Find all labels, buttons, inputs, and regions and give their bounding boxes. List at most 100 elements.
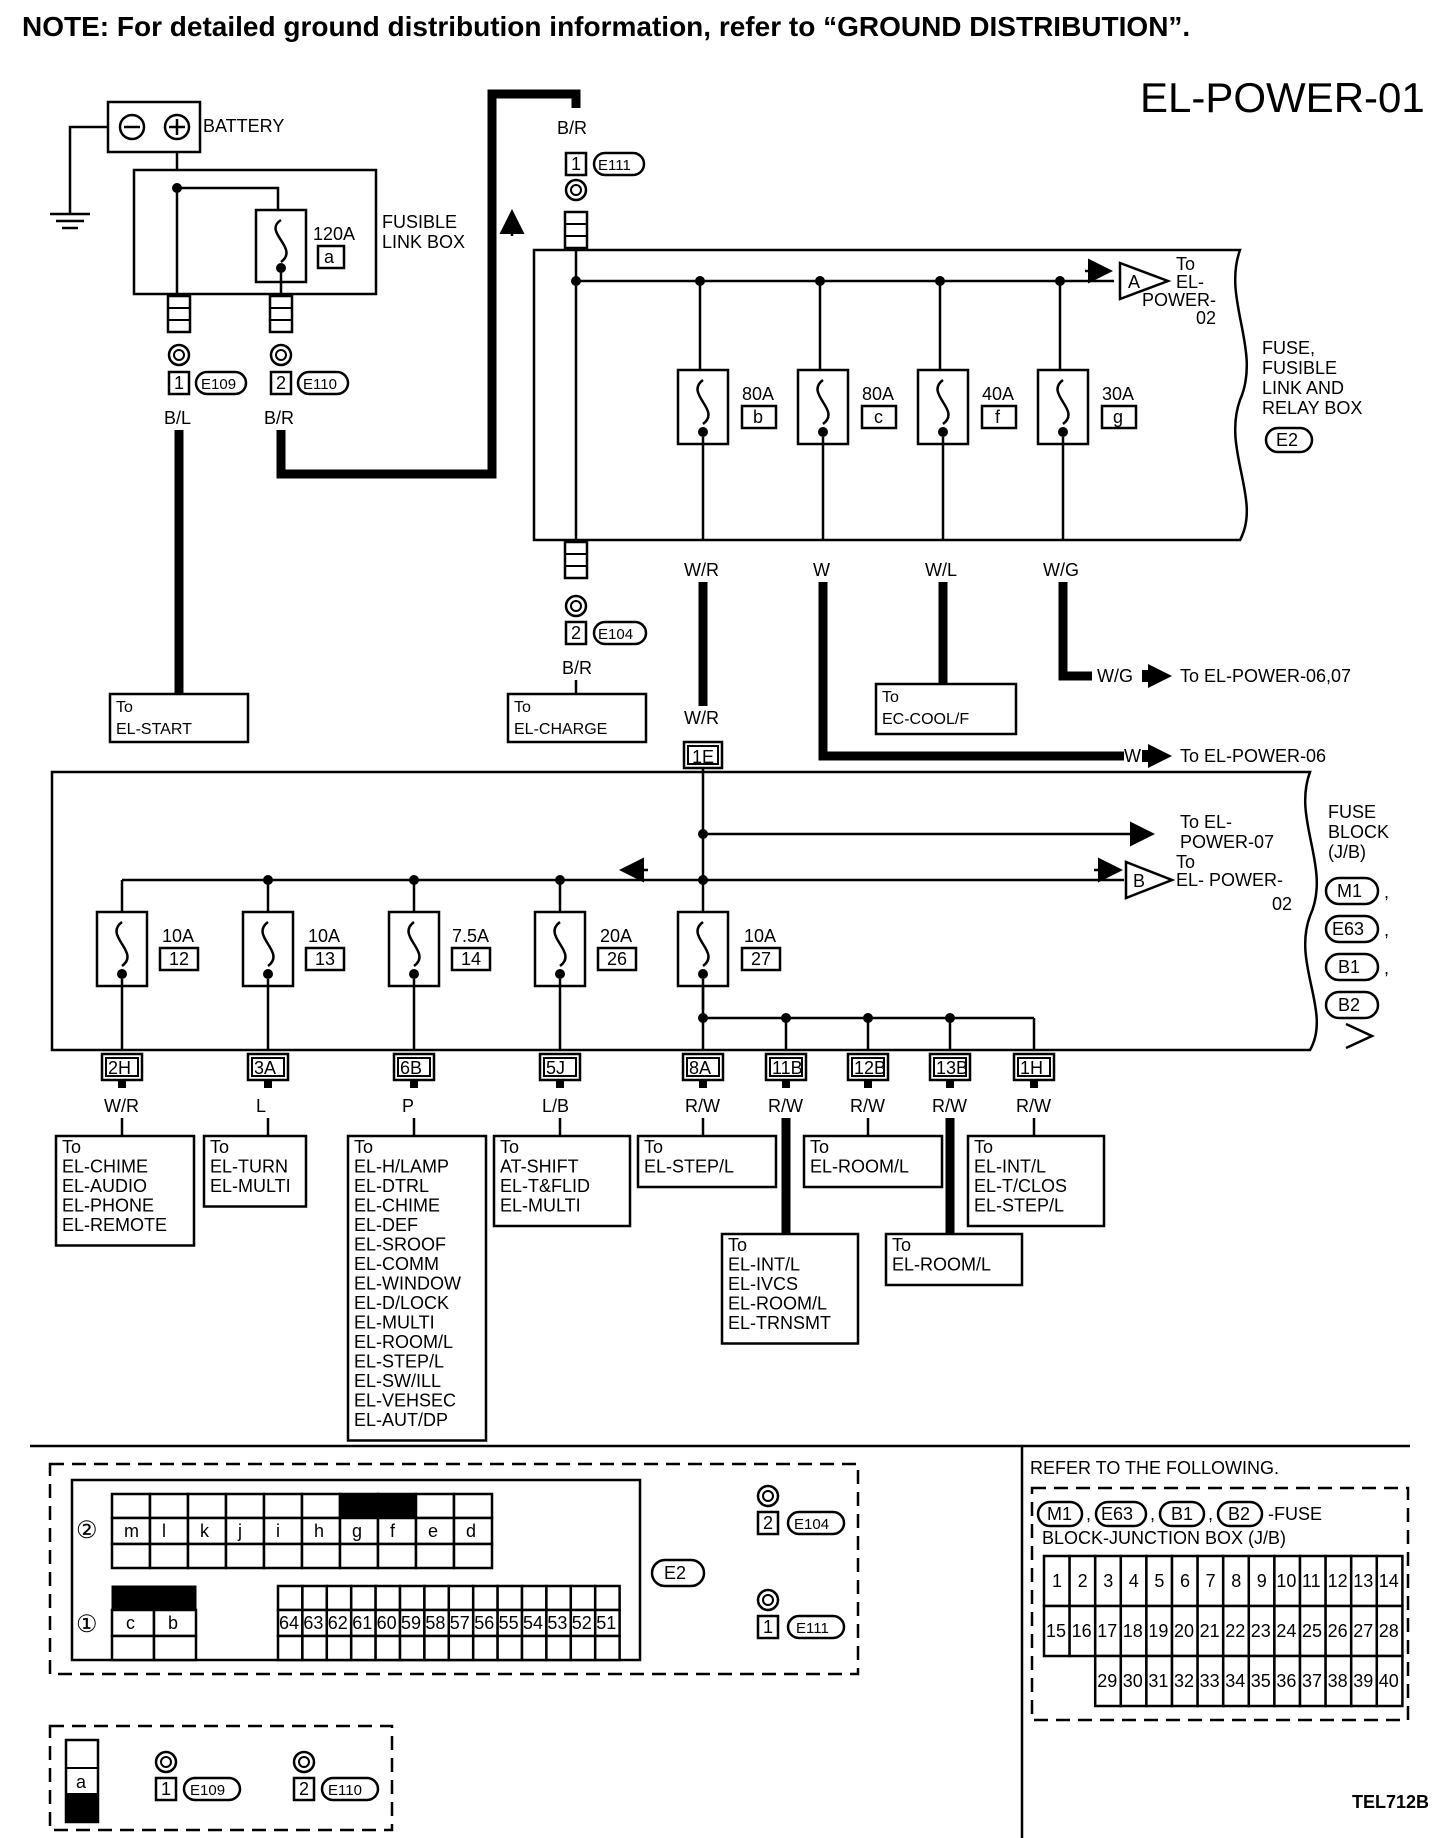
wire-w-label: W [813,560,830,580]
jb-pin-label: 1H [1020,1058,1043,1078]
svg-text:10A: 10A [744,926,776,946]
jb-pin-wire: R/W [768,1096,803,1116]
dest-line: EL-T&FLID [500,1176,590,1196]
svg-text:27: 27 [751,949,771,969]
dest-line: To [62,1137,81,1157]
svg-text:W/G: W/G [1097,666,1133,686]
jb-pin-number: 11 [1302,1571,1321,1591]
svg-text:a: a [76,1772,87,1792]
svg-text:1: 1 [571,154,581,174]
jb-pin-number: 35 [1251,1671,1271,1691]
dest-line: EL-WINDOW [354,1274,461,1294]
jb-pin-wire: R/W [685,1096,720,1116]
jb-pin-number: 32 [1174,1671,1194,1691]
jb-pin-number: 3 [1103,1571,1113,1591]
jb-pin-number: 10 [1276,1571,1296,1591]
svg-text:7.5A: 7.5A [452,926,489,946]
dest-line: EL-COMM [354,1254,439,1274]
jb-pin-number: 2 [1078,1571,1088,1591]
jb-fuse-10a-27: 10A 27 [676,910,782,988]
svg-text:B1: B1 [1171,1504,1193,1524]
connector-e109: 1 E109 B/L [164,294,248,428]
fuse-120a-rating: 120A [313,224,355,244]
battery: BATTERY [106,100,284,154]
dest-line: EL-REMOTE [62,1215,167,1235]
svg-text:02: 02 [1272,894,1292,914]
svg-text:E63: E63 [1101,1504,1133,1524]
svg-text:LINK AND: LINK AND [1262,378,1344,398]
dest-line: EL-INT/L [728,1255,800,1275]
jb-pin-number: 5 [1154,1571,1164,1591]
svg-text:E104: E104 [598,626,633,643]
jb-pin-number: 29 [1097,1671,1117,1691]
face-e111: 1 E111 [756,1588,846,1640]
svg-text:20A: 20A [600,926,632,946]
jb-pin-number: 1 [1052,1571,1062,1591]
e2-pin: 59 [401,1613,421,1633]
destination-boxes: ToEL-CHIMEEL-AUDIOEL-PHONEEL-REMOTEToEL-… [54,1118,1106,1442]
jb-output-pins: 2HW/R3AL6BP5JL/B8AR/W11BR/W12BR/W13BR/W1… [100,1052,1056,1116]
svg-text:E109: E109 [190,1782,225,1799]
svg-text:,: , [1086,1504,1091,1524]
jb-pin-wire: L [256,1096,266,1116]
face-e109: 1 E109 [154,1750,242,1802]
jb-input-pin: 1E [682,740,724,770]
dest-line: To [500,1137,519,1157]
dest-line: EL-ROOM/L [810,1157,909,1177]
svg-text:1: 1 [161,1779,171,1799]
e2-pin: 56 [474,1613,494,1633]
dest-line: EL-TURN [210,1157,288,1177]
dest-line: EL-ROOM/L [728,1294,827,1314]
svg-text:80A: 80A [862,384,894,404]
jb-pin-number: 20 [1174,1621,1194,1641]
face-e104: 2 E104 [756,1484,846,1536]
svg-text:EL-START: EL-START [116,721,192,738]
dest-line: EL-STEP/L [974,1196,1064,1216]
jb-pin-wire: W/R [104,1096,139,1116]
e2-pin: 61 [352,1613,372,1633]
svg-text:To: To [514,699,531,716]
dest-ec-cool: To EC-COOL/F [874,682,1018,736]
jb-pin-1h: 1HR/W [1012,1052,1056,1116]
jb-pin-number: 7 [1206,1571,1216,1591]
jb-pin-label: 13B [936,1058,968,1078]
jb-pin-number: 15 [1046,1621,1066,1641]
dest-el-charge: To EL-CHARGE [506,692,648,744]
dest-line: EL-STEP/L [354,1352,444,1372]
e2-cell: m [124,1521,139,1541]
svg-text:g: g [1113,407,1123,427]
jb-pin-number: 16 [1072,1621,1092,1641]
dest-line: EL-D/LOCK [354,1293,449,1313]
jb-pin-wire: R/W [932,1096,967,1116]
wire-w-to-power06 [818,582,1124,761]
dest-line: EL-TRNSMT [728,1313,831,1333]
jb-pin-number: 26 [1328,1621,1348,1641]
e2-pin: 51 [596,1613,616,1633]
jb-pin-number: 18 [1123,1621,1143,1641]
dest-line: To [810,1137,829,1157]
e2-pin: 52 [572,1613,592,1633]
e2-pin: 58 [425,1613,445,1633]
dest-line: EL-DEF [354,1215,418,1235]
wire-wg-to-power0607 [1058,582,1092,681]
jb-pin-label: 6B [400,1058,422,1078]
svg-text:14: 14 [461,949,481,969]
battery-label: BATTERY [203,116,284,136]
jb-pin-label: 5J [546,1058,565,1078]
jb-pin-number: 13 [1353,1571,1373,1591]
jb-pin-number: 6 [1180,1571,1190,1591]
w-out-arrow: W To EL-POWER-06 [1124,744,1326,768]
e2-pin: 62 [328,1613,348,1633]
svg-text:10A: 10A [308,926,340,946]
jb-pin-wire: R/W [850,1096,885,1116]
jb-pin-number: 38 [1328,1671,1348,1691]
svg-text:c: c [874,407,883,427]
svg-text:E63: E63 [1332,919,1364,939]
svg-text:02: 02 [1196,308,1216,328]
wire-wg-label: W/G [1043,560,1079,580]
jb-pin-number: 36 [1276,1671,1296,1691]
connector-e104: 2 E104 B/R [562,540,648,694]
svg-text:POWER-07: POWER-07 [1180,832,1274,852]
